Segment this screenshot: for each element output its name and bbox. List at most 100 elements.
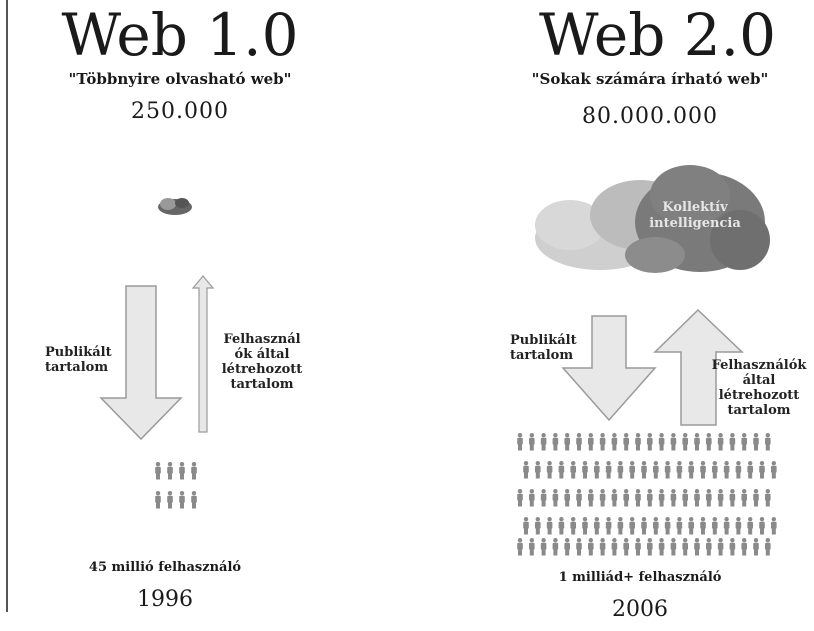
person-icon xyxy=(546,461,553,479)
person-icon xyxy=(623,489,629,507)
person-icon xyxy=(771,517,777,535)
person-icon xyxy=(641,461,647,479)
person-icon xyxy=(191,491,197,509)
web1-user-content-arrow xyxy=(191,275,215,433)
person-icon xyxy=(735,461,742,479)
person-icon xyxy=(664,517,671,535)
web2-people-group xyxy=(517,433,777,556)
person-icon xyxy=(670,489,677,507)
person-icon xyxy=(700,461,706,479)
person-icon xyxy=(729,489,736,507)
person-icon xyxy=(582,517,588,535)
person-icon xyxy=(546,517,553,535)
person-icon xyxy=(765,538,771,556)
person-icon xyxy=(682,538,688,556)
person-icon xyxy=(635,538,641,556)
person-icon xyxy=(570,517,576,535)
person-icon xyxy=(658,433,665,451)
person-icon xyxy=(617,461,624,479)
web2-year: 2006 xyxy=(612,597,668,622)
left-border-line xyxy=(6,0,8,612)
person-icon xyxy=(641,517,647,535)
person-icon xyxy=(753,538,759,556)
person-icon xyxy=(540,433,547,451)
person-icon xyxy=(558,517,565,535)
person-icon xyxy=(694,489,700,507)
person-icon xyxy=(588,538,594,556)
person-icon xyxy=(523,517,529,535)
web2-subtitle: "Sokak számára írható web" xyxy=(531,70,769,88)
person-icon xyxy=(599,538,606,556)
person-icon xyxy=(599,433,606,451)
person-icon xyxy=(682,489,688,507)
web2-site-count: 80.000.000 xyxy=(582,104,718,129)
person-icon xyxy=(647,433,653,451)
web2-user-content-line4: tartalom xyxy=(727,403,791,418)
person-icon xyxy=(729,538,736,556)
web2-published-line1: Publikált xyxy=(510,333,577,348)
person-icon xyxy=(611,538,618,556)
person-icon xyxy=(179,491,185,509)
person-icon xyxy=(635,433,641,451)
web2-cloud-label: Kollektív intelligencia xyxy=(630,200,760,232)
person-icon xyxy=(582,461,588,479)
person-icon xyxy=(623,433,629,451)
person-icon xyxy=(653,461,659,479)
person-icon xyxy=(552,489,559,507)
web1-user-content-line3: létrehozott xyxy=(221,362,303,377)
person-icon xyxy=(529,489,535,507)
person-icon xyxy=(535,461,541,479)
person-icon xyxy=(723,461,730,479)
web2-published-label: Publikált tartalom xyxy=(510,333,585,363)
person-icon xyxy=(647,489,653,507)
person-icon xyxy=(529,538,535,556)
web2-user-content-line3: létrehozott xyxy=(718,388,800,403)
web2-published-line2: tartalom xyxy=(510,348,574,363)
person-icon xyxy=(576,538,582,556)
person-icon xyxy=(629,461,635,479)
person-icon xyxy=(179,462,185,480)
person-icon xyxy=(765,433,771,451)
person-icon xyxy=(570,461,576,479)
person-icon xyxy=(155,491,161,509)
person-icon xyxy=(517,433,523,451)
person-icon xyxy=(735,517,742,535)
person-icon xyxy=(747,461,753,479)
person-icon xyxy=(717,538,724,556)
person-icon xyxy=(623,538,629,556)
web1-user-content-line1: Felhasznál xyxy=(223,332,301,347)
web1-published-label: Publikált tartalom xyxy=(45,345,120,375)
web2-title: Web 2.0 xyxy=(538,1,776,69)
person-icon xyxy=(155,462,161,480)
web1-year: 1996 xyxy=(137,587,193,612)
person-icon xyxy=(617,517,624,535)
person-icon xyxy=(712,517,718,535)
person-icon xyxy=(765,489,771,507)
web1-user-count: 45 millió felhasználó xyxy=(88,560,242,575)
web2-cloud-line1: Kollektív xyxy=(662,200,728,215)
person-icon xyxy=(682,433,688,451)
person-icon xyxy=(605,517,612,535)
web2-cloud-icon xyxy=(535,165,770,273)
person-icon xyxy=(653,517,659,535)
person-icon xyxy=(517,538,523,556)
web1-published-line1: Publikált xyxy=(45,345,112,360)
web1-people-group xyxy=(155,462,197,509)
web1-published-arrow xyxy=(99,285,183,441)
person-icon xyxy=(564,433,570,451)
web1-title: Web 1.0 xyxy=(61,1,299,69)
person-icon xyxy=(517,489,523,507)
person-icon xyxy=(694,433,700,451)
person-icon xyxy=(605,461,612,479)
person-icon xyxy=(676,517,683,535)
person-icon xyxy=(694,538,700,556)
person-icon xyxy=(529,433,535,451)
person-icon xyxy=(717,489,724,507)
person-icon xyxy=(753,489,759,507)
web1-user-content-line4: tartalom xyxy=(230,377,294,392)
person-icon xyxy=(664,461,671,479)
person-icon xyxy=(706,538,712,556)
person-icon xyxy=(759,517,765,535)
person-icon xyxy=(688,517,694,535)
